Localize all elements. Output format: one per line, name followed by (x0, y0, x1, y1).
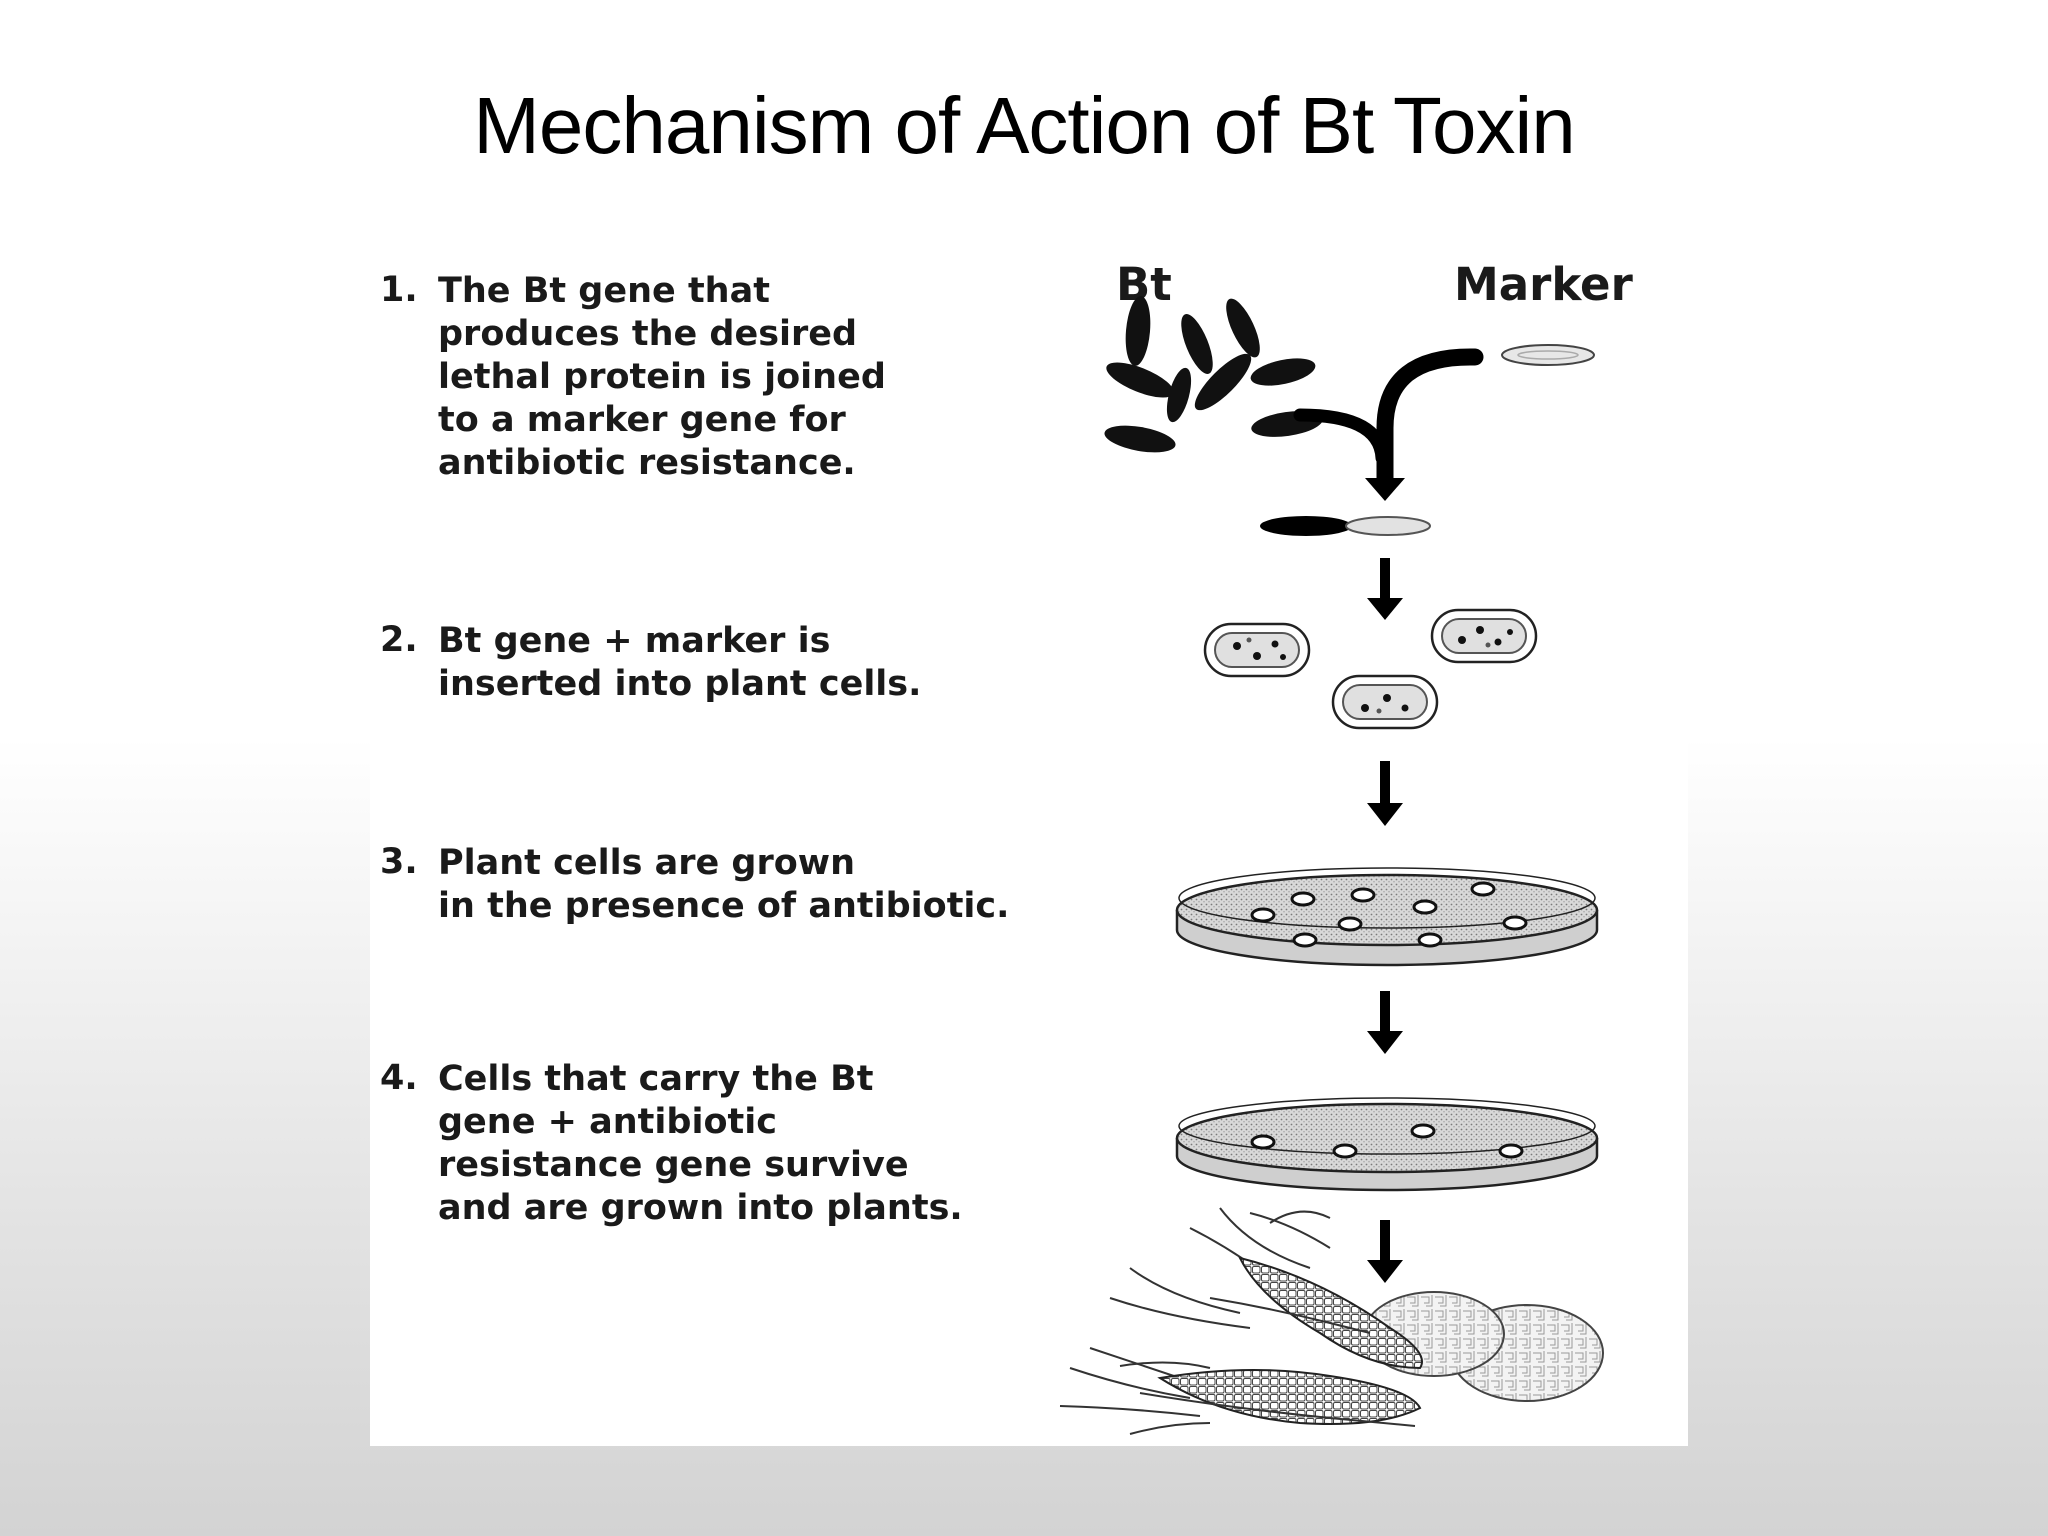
step-1-line: lethal protein is joined (438, 357, 886, 397)
step-1-line: antibiotic resistance. (438, 443, 856, 483)
plant-cell-icon (1331, 674, 1439, 730)
step-4-line: Cells that carry the Bt (438, 1059, 874, 1099)
step-3-line: in the presence of antibiotic. (438, 886, 1010, 926)
arrow-down-icon (1367, 991, 1403, 1054)
joined-marker-gene-icon (1345, 516, 1431, 536)
bt-mechanism-figure: 1. The Bt gene that produces the desired… (370, 258, 1688, 1446)
arrow-down-icon (1367, 1220, 1403, 1283)
step-4-line: gene + antibiotic (438, 1102, 777, 1142)
step-4-line: and are grown into plants. (438, 1188, 963, 1228)
marker-label: Marker (1454, 258, 1633, 311)
plant-cell-icon (1430, 608, 1538, 664)
step-1-line: produces the desired (438, 314, 858, 354)
step-2-line: inserted into plant cells. (438, 664, 922, 704)
joining-arrow-icon (1293, 348, 1484, 487)
bt-gene-fragments-icon (1104, 296, 1323, 453)
step-3-number: 3. (380, 842, 418, 882)
marker-gene-icon (1501, 344, 1595, 366)
corn-icon (1059, 1207, 1423, 1435)
step-2-text: Bt gene + marker is inserted into plant … (438, 620, 1138, 706)
joined-bt-gene-icon (1260, 516, 1352, 536)
step-4-line: resistance gene survive (438, 1145, 909, 1185)
step-4-number: 4. (380, 1058, 418, 1098)
petri-dish-antibiotic-icon (1175, 867, 1599, 967)
arrow-down-icon (1367, 761, 1403, 826)
step-2-line: Bt gene + marker is (438, 621, 831, 661)
arrow-head-icon (1365, 478, 1405, 501)
step-4-text: Cells that carry the Bt gene + antibioti… (438, 1058, 1138, 1230)
step-1-text: The Bt gene that produces the desired le… (438, 270, 1138, 485)
step-3-line: Plant cells are grown (438, 843, 856, 883)
slide-title: Mechanism of Action of Bt Toxin (473, 81, 1575, 170)
process-illustration (1059, 296, 1604, 1435)
step-3-text: Plant cells are grown in the presence of… (438, 842, 1138, 928)
step-1-number: 1. (380, 270, 418, 310)
plant-cell-icon (1203, 622, 1311, 678)
step-1-line: to a marker gene for (438, 400, 846, 440)
petri-dish-survivors-icon (1175, 1097, 1599, 1192)
step-2-number: 2. (380, 620, 418, 660)
arrow-down-icon (1367, 558, 1403, 620)
step-1-line: The Bt gene that (438, 271, 770, 311)
